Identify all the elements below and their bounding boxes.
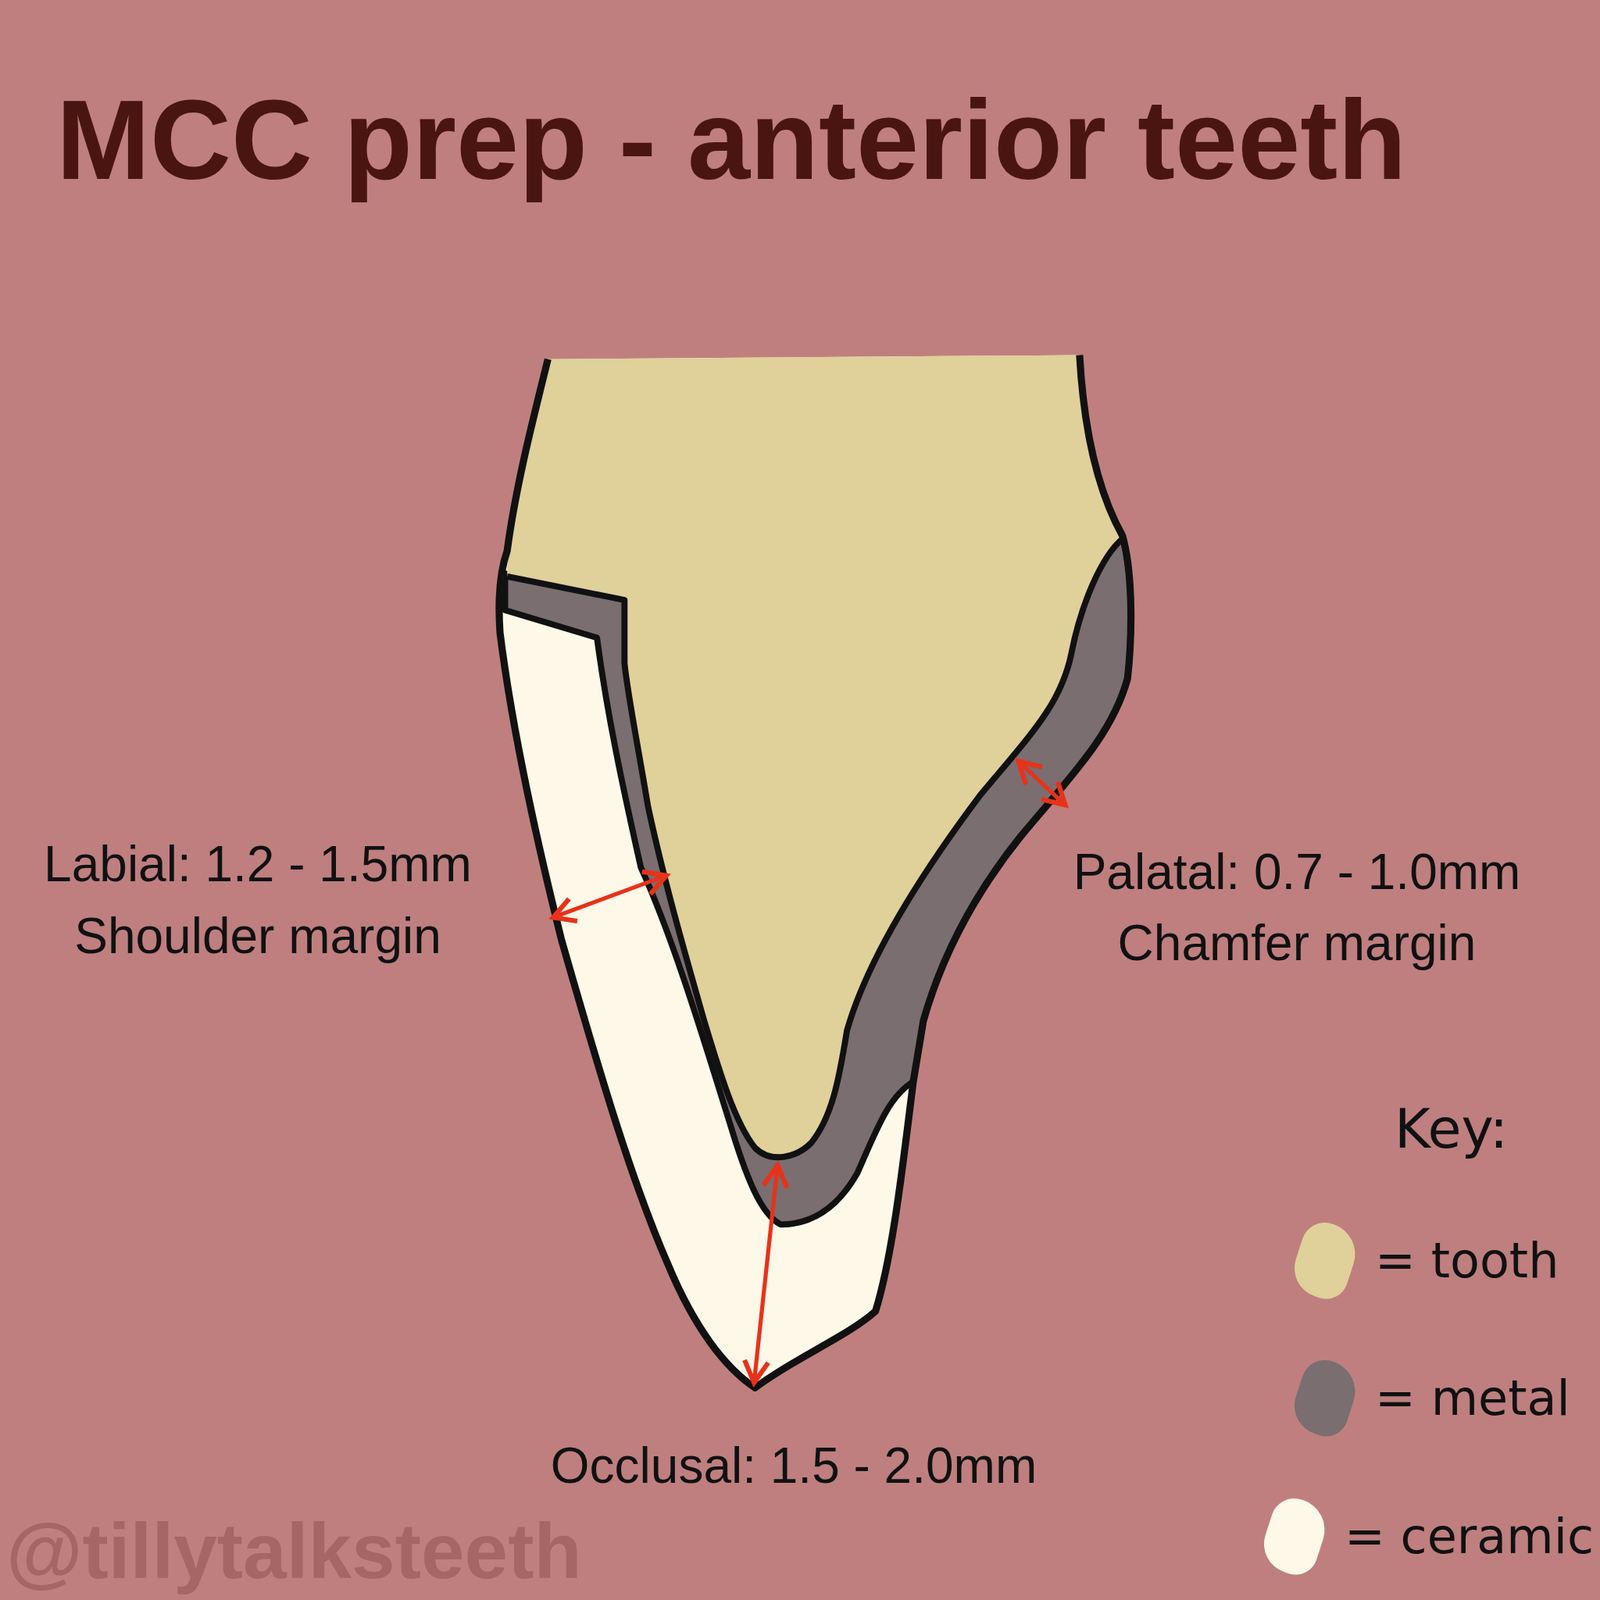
palatal-dimension-arrow — [1018, 760, 1066, 805]
legend-heading: Key: — [1394, 1097, 1508, 1161]
dimension-label: Palatal: 0.7 - 1.0mm — [1073, 843, 1522, 902]
legend-text: = metal — [1375, 1369, 1571, 1427]
ceramic-crown — [499, 355, 1132, 1389]
occlusal-dimension-arrow — [753, 1165, 778, 1383]
tooth-outline — [499, 355, 1132, 1389]
prep-outline — [507, 539, 1123, 1158]
legend-text: = tooth — [1375, 1232, 1559, 1290]
margin-label: Shoulder margin — [74, 907, 442, 966]
legend-text: = ceramic — [1344, 1507, 1594, 1565]
legend-item: = metal — [1296, 1354, 1594, 1441]
legend-swatch — [1256, 1492, 1333, 1581]
prepared-tooth — [507, 355, 1123, 1158]
diagram-title: MCC prep - anterior teeth — [56, 75, 1407, 206]
legend-item: = ceramic — [1266, 1492, 1564, 1579]
dimension-label: Labial: 1.2 - 1.5mm — [43, 835, 472, 894]
margin-label: Chamfer margin — [1117, 914, 1477, 973]
legend-swatch — [1286, 1353, 1364, 1443]
labial-dimension-arrow — [553, 875, 667, 918]
watermark: @tillytalksteeth — [6, 1506, 583, 1597]
legend-swatch — [1286, 1216, 1364, 1305]
legend-item: = tooth — [1296, 1217, 1594, 1304]
dimension-label: Occlusal: 1.5 - 2.0mm — [550, 1437, 1037, 1496]
